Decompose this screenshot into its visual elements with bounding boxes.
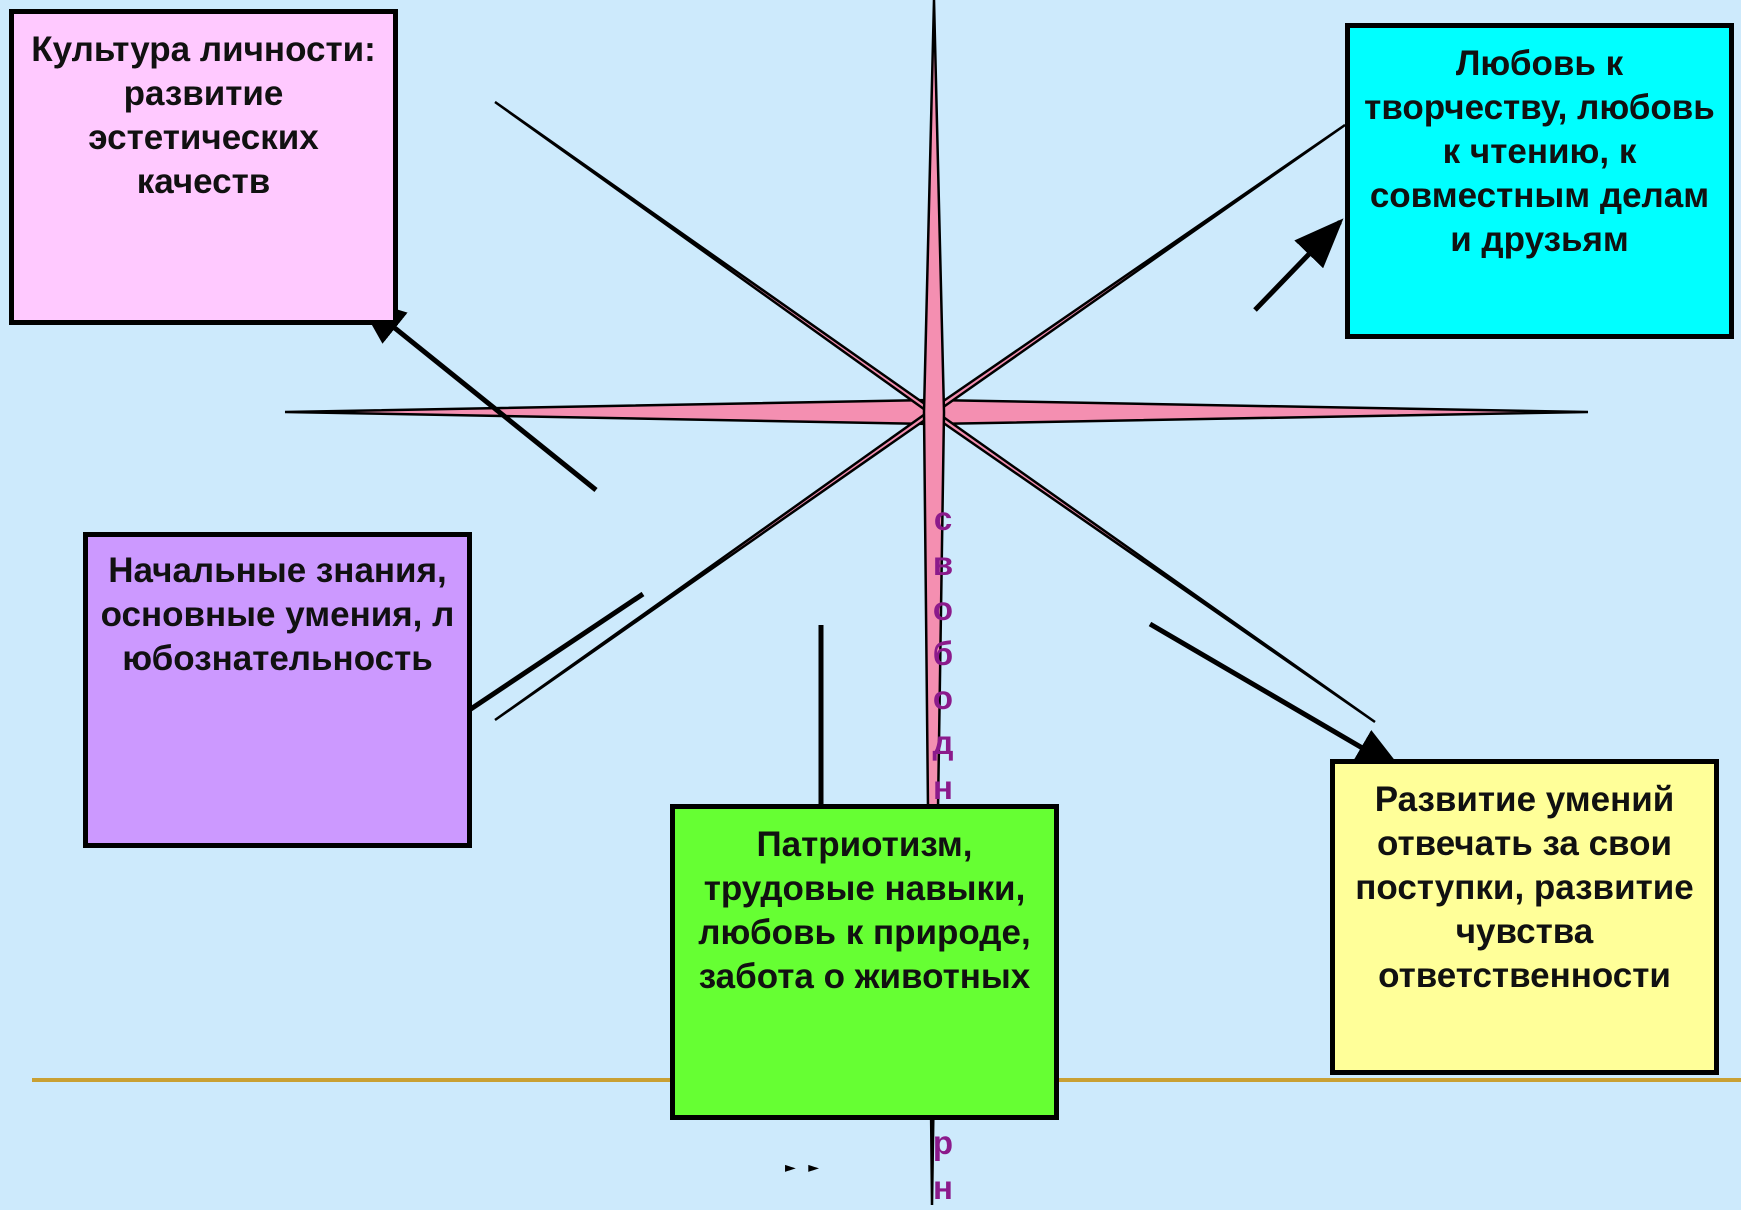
star-ray-diagonal-b — [494, 123, 1346, 722]
arrow-to-love — [1253, 218, 1344, 312]
culture-box: Культура личности: развитие эстетических… — [9, 9, 398, 325]
skills-box-text: Развитие умений отвечать за свои поступк… — [1355, 780, 1694, 995]
vertical-word-bottom: рн — [932, 1124, 954, 1206]
culture-box-text: Культура личности: развитие эстетических… — [31, 30, 376, 201]
skills-box: Развитие умений отвечать за свои поступк… — [1330, 759, 1719, 1075]
love-box-text: Любовь к творчеству, любовь к чтению, к … — [1364, 44, 1715, 259]
arrow-to-skills — [1148, 621, 1405, 773]
star-icon — [284, 0, 1589, 1205]
slide-nav-marker[interactable]: ► ► — [785, 1160, 823, 1176]
love-box: Любовь к творчеству, любовь к чтению, к … — [1345, 23, 1734, 339]
arrow-to-culture — [356, 296, 598, 492]
knowledge-box-text: Начальные знания, основные умения, любоз… — [100, 551, 455, 678]
knowledge-box: Начальные знания, основные умения, любоз… — [83, 532, 472, 848]
patriot-box-text: Патриотизм, трудовые навыки, любовь к пр… — [698, 825, 1031, 996]
patriot-box: Патриотизм, трудовые навыки, любовь к пр… — [670, 804, 1059, 1120]
